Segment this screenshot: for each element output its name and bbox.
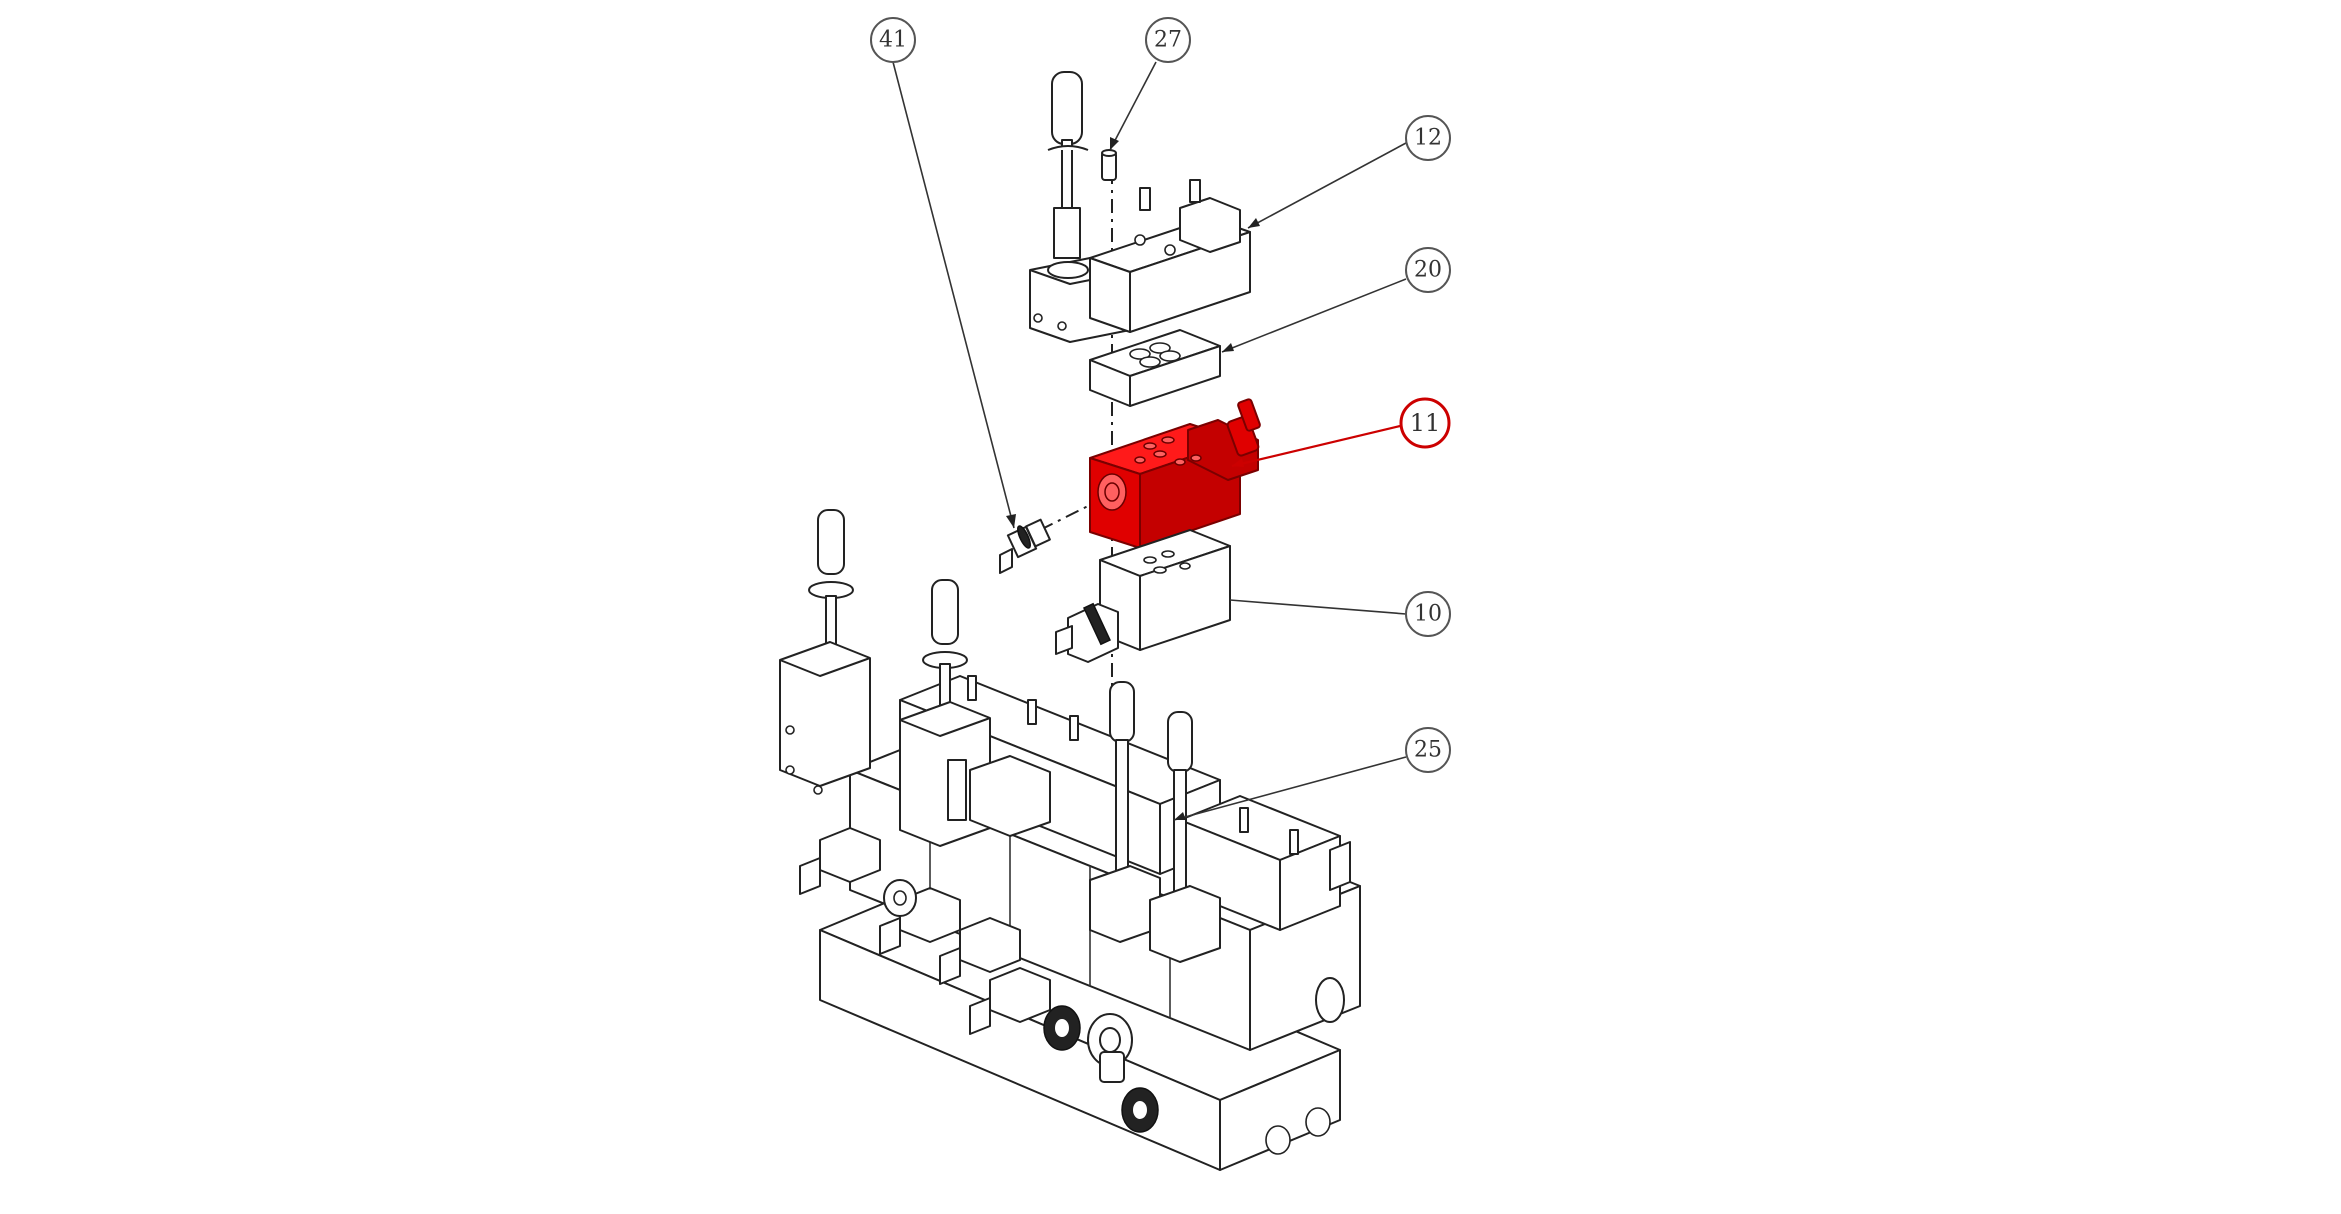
callout-41-label: 41 (879, 28, 907, 53)
fitting-axis (1039, 504, 1091, 531)
callout-10[interactable]: 10 (1405, 591, 1451, 637)
leader-41 (892, 61, 1015, 529)
leader-10 (1229, 599, 1407, 615)
callout-11[interactable]: 11 (1399, 397, 1451, 449)
callout-12-label: 12 (1414, 126, 1442, 151)
leader-12 (1247, 142, 1407, 229)
part-10-valve-block[interactable] (1055, 529, 1231, 663)
part-20-subplate[interactable] (1089, 329, 1221, 407)
part-11-highlighted-valve[interactable] (1089, 398, 1261, 549)
leader-11 (1231, 424, 1401, 468)
leader-lines (892, 61, 1407, 821)
manifold-base-assembly (779, 509, 1361, 1171)
callout-41[interactable]: 41 (870, 17, 916, 63)
callout-25[interactable]: 25 (1405, 727, 1451, 773)
callout-20[interactable]: 20 (1405, 247, 1451, 293)
callout-10-label: 10 (1414, 602, 1442, 627)
callout-12[interactable]: 12 (1405, 115, 1451, 161)
part-41-fitting[interactable] (999, 518, 1051, 574)
callout-25-label: 25 (1414, 738, 1442, 763)
part-27-pin[interactable] (1101, 149, 1117, 181)
callout-27[interactable]: 27 (1145, 17, 1191, 63)
leader-25 (1173, 756, 1407, 821)
leader-27 (1109, 61, 1157, 151)
leader-20 (1221, 278, 1407, 353)
callout-11-label: 11 (1410, 409, 1441, 437)
callout-27-label: 27 (1154, 28, 1182, 53)
part-12-lever-valve[interactable] (1029, 71, 1251, 343)
callout-20-label: 20 (1414, 258, 1442, 283)
